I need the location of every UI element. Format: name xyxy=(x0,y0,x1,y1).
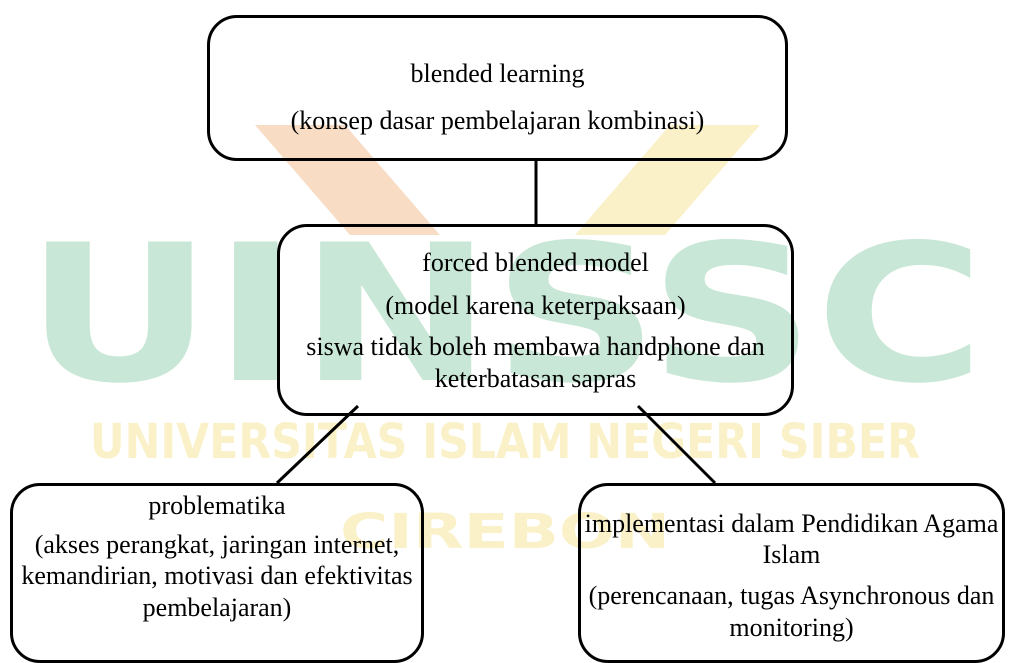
node-description: siswa tidak boleh membawa handphone dan … xyxy=(306,332,765,393)
watermark-initials: UINSSC xyxy=(25,204,985,425)
node-title: implementasi dalam Pendidikan Agama Isla… xyxy=(584,509,999,570)
connector-middle-to-right xyxy=(636,404,717,485)
watermark-yellow-chevron xyxy=(575,125,760,235)
watermark-orange-chevron xyxy=(255,125,440,235)
node-forced-blended-model: forced blended model (model karena keter… xyxy=(277,224,794,416)
node-description: (akses perangkat, jaringan internet, kem… xyxy=(21,530,413,622)
node-title: forced blended model xyxy=(422,248,649,277)
watermark-university-name: UNIVERSITAS ISLAM NEGERI SIBER xyxy=(90,414,920,470)
node-title: problematika xyxy=(148,491,286,520)
watermark-city: CIREBON xyxy=(340,504,670,560)
node-title: blended learning xyxy=(410,59,585,88)
node-subtitle: (konsep dasar pembelajaran kombinasi) xyxy=(290,106,705,136)
node-description: (perencanaan, tugas Asynchronous dan mon… xyxy=(588,581,995,642)
node-blended-learning: blended learning (konsep dasar pembelaja… xyxy=(207,15,788,161)
node-subtitle: (model karena keterpaksaan) xyxy=(385,291,686,321)
node-problematika: problematika (akses perangkat, jaringan … xyxy=(10,483,424,663)
connector-middle-to-left xyxy=(275,404,360,485)
node-implementasi: implementasi dalam Pendidikan Agama Isla… xyxy=(578,483,1005,663)
